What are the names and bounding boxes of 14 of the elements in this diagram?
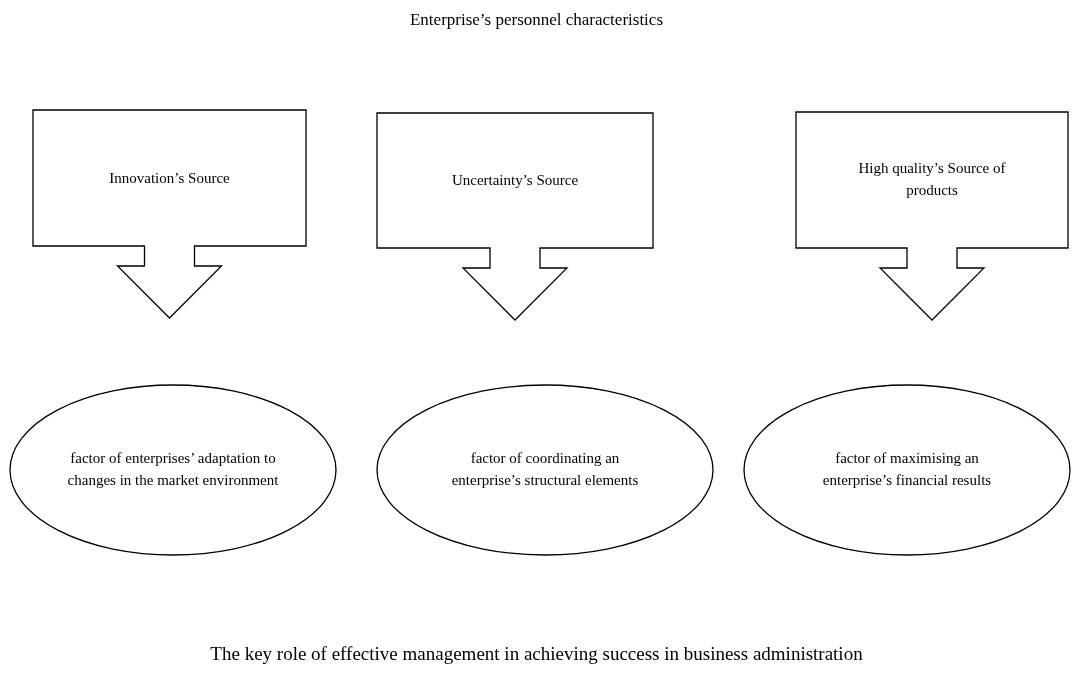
ellipse-node — [744, 385, 1070, 555]
node-label: High quality’s Source of products — [857, 159, 1007, 200]
callout-arrow-box — [33, 110, 306, 318]
ellipse-node — [10, 385, 336, 555]
node-label: Uncertainty’s Source — [451, 170, 579, 190]
callout-arrow-box — [377, 113, 653, 320]
diagram-caption: The key role of effective management in achieving success in business administration — [209, 643, 864, 665]
node-label: factor of coordinating an enterprise’s structural elements — [450, 449, 640, 490]
node-label: Innovation’s Source — [109, 169, 230, 189]
node-label: factor of maximising an enterprise’s financial results — [821, 449, 993, 490]
ellipse-node — [377, 385, 713, 555]
callout-arrow-box — [796, 112, 1068, 320]
node-label: factor of enterprises’ adaptation to changes in the market environment — [66, 449, 280, 490]
diagram-title: Enterprise’s personnel characteristics — [409, 10, 664, 30]
